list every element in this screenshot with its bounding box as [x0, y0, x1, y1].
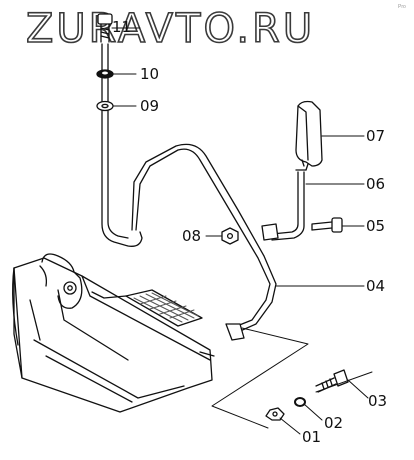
watermark-logo: ZURAVTO.RU — [25, 5, 316, 53]
callout-07: 07 — [366, 127, 386, 145]
washer-09 — [96, 100, 114, 112]
cab-floor-assembly — [12, 253, 215, 413]
washer-02 — [294, 397, 306, 407]
leader-lines — [111, 27, 369, 435]
assembly-bracket-outline — [211, 327, 373, 429]
nut-08 — [221, 227, 239, 245]
lever-tube — [101, 43, 143, 247]
control-rod-04 — [131, 143, 277, 341]
bolt-11 — [97, 13, 113, 43]
pedal-pad-07 — [295, 100, 323, 171]
nut-01 — [265, 407, 285, 421]
callout-01: 01 — [302, 428, 322, 446]
callout-06: 06 — [366, 175, 386, 193]
callout-11: 11 — [112, 18, 132, 36]
washer-10 — [96, 69, 114, 79]
callout-03: 03 — [368, 392, 388, 410]
callout-05: 05 — [366, 217, 386, 235]
bolt-05 — [261, 217, 343, 241]
callout-04: 04 — [366, 277, 386, 295]
pedal-rod-06 — [271, 169, 307, 241]
callout-02: 02 — [324, 414, 344, 432]
bolt-03 — [315, 369, 349, 393]
callout-08: 08 — [182, 227, 202, 245]
callout-10: 10 — [140, 65, 160, 83]
callout-09: 09 — [140, 97, 160, 115]
corner-mark: Pro — [398, 4, 406, 10]
